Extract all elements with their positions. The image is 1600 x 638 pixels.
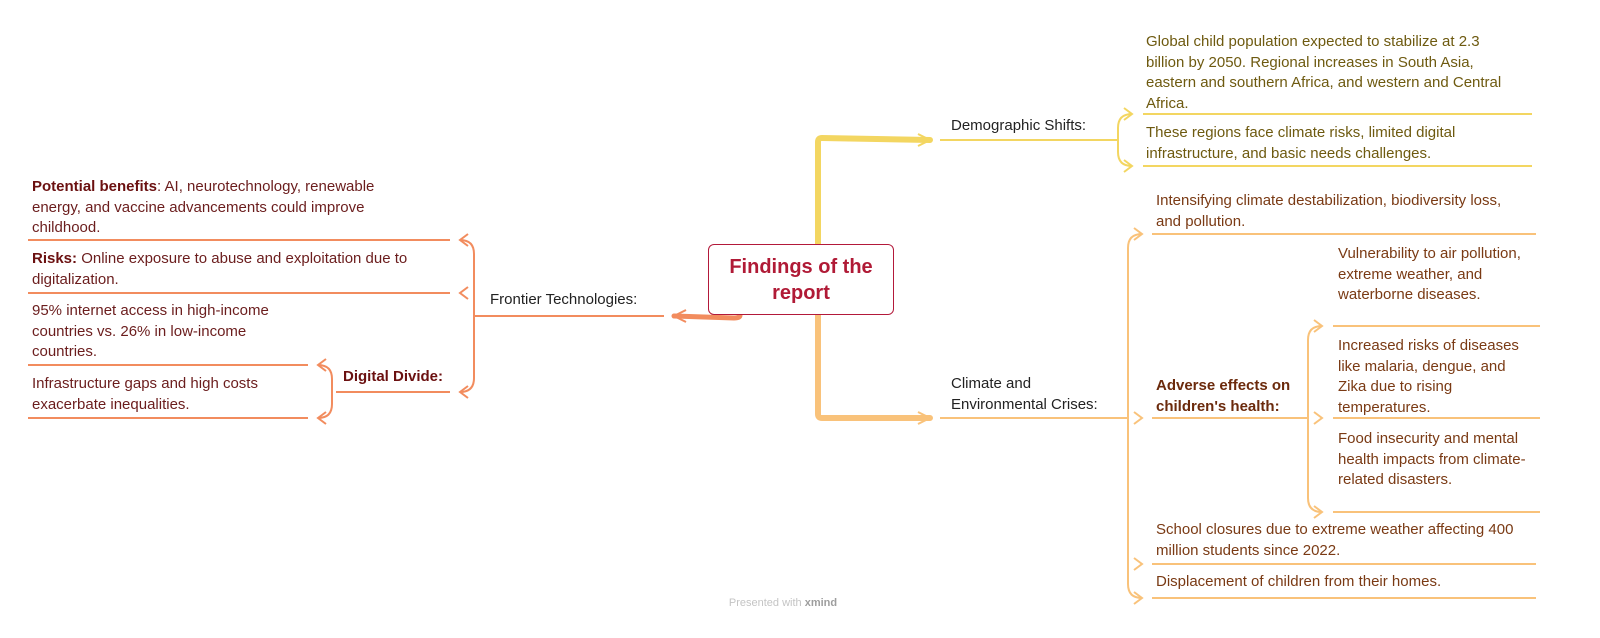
subtopic-digital-divide[interactable]: Digital Divide:: [343, 367, 463, 388]
item-text: Global child population expected to stab…: [1146, 33, 1502, 112]
topic-label: Demographic Shifts:: [951, 117, 1087, 134]
item-text: Displacement of children from their home…: [1156, 573, 1442, 590]
branch-frontier: [671, 312, 743, 321]
footer-prefix: Presented with: [728, 597, 802, 609]
demographic-item[interactable]: These regions face climate risks, limite…: [1146, 123, 1516, 164]
subtopic-health-effects[interactable]: Adverse effects on children's health:: [1156, 376, 1306, 417]
digital-divide-item[interactable]: 95% internet access in high-income count…: [32, 301, 302, 363]
item-text: 95% internet access in high-income count…: [32, 302, 269, 360]
arrowhead: [671, 309, 687, 323]
topic-label: Frontier Technologies:: [490, 291, 638, 308]
item-text: Intensifying climate destabilization, bi…: [1156, 192, 1502, 230]
subtopic-label: Digital Divide:: [343, 368, 444, 385]
health-item[interactable]: Food insecurity and mental health impact…: [1338, 429, 1528, 491]
topic-climate-crises[interactable]: Climate and Environmental Crises:: [951, 374, 1121, 415]
item-text: Increased risks of diseases like malaria…: [1338, 337, 1519, 416]
subtopic-text: Online exposure to abuse and exploitatio…: [32, 250, 408, 288]
subtopic-lead: Risks:: [32, 250, 78, 267]
subtopic-text: : AI, neurotechnology, renewable energy,…: [32, 178, 375, 236]
footer-credit: Presented with xmind: [0, 597, 1566, 609]
central-topic-title: Findings of the report: [729, 255, 873, 304]
xmind-logo: xmind: [804, 597, 838, 609]
topic-frontier-technologies[interactable]: Frontier Technologies:: [490, 290, 670, 311]
digital-divide-item[interactable]: Infrastructure gaps and high costs exace…: [32, 374, 302, 415]
branch-climate: [815, 312, 933, 421]
item-text: These regions face climate risks, limite…: [1146, 124, 1456, 162]
item-text: Food insecurity and mental health impact…: [1338, 430, 1526, 488]
demographic-item[interactable]: Global child population expected to stab…: [1146, 32, 1516, 114]
subtopic-risks[interactable]: Risks: Online exposure to abuse and expl…: [32, 249, 452, 290]
arrowhead: [917, 411, 933, 425]
subtopic-lead: Potential benefits: [32, 178, 158, 195]
subtopic-potential-benefits[interactable]: Potential benefits: AI, neurotechnology,…: [32, 177, 407, 239]
climate-item[interactable]: Intensifying climate destabilization, bi…: [1156, 191, 1526, 232]
item-text: Vulnerability to air pollution, extreme …: [1338, 245, 1521, 303]
central-topic[interactable]: Findings of the report: [708, 244, 894, 315]
topic-demographic-shifts[interactable]: Demographic Shifts:: [951, 116, 1121, 137]
branch-demographic: [815, 134, 933, 247]
topic-label: Climate and Environmental Crises:: [951, 375, 1098, 413]
subtopic-label: Adverse effects on children's health:: [1156, 377, 1291, 415]
health-item[interactable]: Vulnerability to air pollution, extreme …: [1338, 244, 1528, 306]
item-text: School closures due to extreme weather a…: [1156, 521, 1514, 559]
item-text: Infrastructure gaps and high costs exace…: [32, 375, 258, 413]
climate-item[interactable]: School closures due to extreme weather a…: [1156, 520, 1531, 561]
climate-item[interactable]: Displacement of children from their home…: [1156, 572, 1531, 593]
arrowhead: [917, 133, 933, 147]
health-item[interactable]: Increased risks of diseases like malaria…: [1338, 336, 1528, 418]
